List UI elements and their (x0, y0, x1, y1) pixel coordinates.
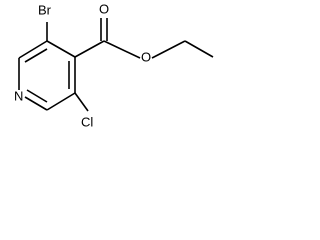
ring-bond-c3-c4 (46, 40, 76, 58)
bond-carbonyl-carbon-ester-oxygen (103, 40, 141, 59)
nitrogen-atom-label: N (14, 88, 23, 103)
structure-drawing: Br O O N Cl (14, 1, 214, 129)
ring-bond-c2-c3 (18, 40, 48, 59)
ester-oxygen-label: O (141, 49, 151, 64)
chlorine-atom-label: Cl (81, 114, 93, 129)
bond-c5-cl (74, 92, 89, 112)
bond-ch2-ch3 (184, 40, 214, 58)
ring-bond-c5-c6 (46, 92, 76, 111)
ring-double-bond-c2-c3 (24, 48, 48, 63)
molecule-canvas: Br O O N Cl (0, 0, 220, 138)
bond-c4-carbonyl-carbon (74, 40, 105, 58)
carbonyl-oxygen-label: O (99, 1, 109, 16)
bond-ester-oxygen-ch2 (151, 40, 186, 59)
ring-bond-c6-n (24, 96, 48, 111)
bromine-atom-label: Br (38, 2, 52, 17)
ring-double-bond-c6-n (26, 89, 48, 103)
